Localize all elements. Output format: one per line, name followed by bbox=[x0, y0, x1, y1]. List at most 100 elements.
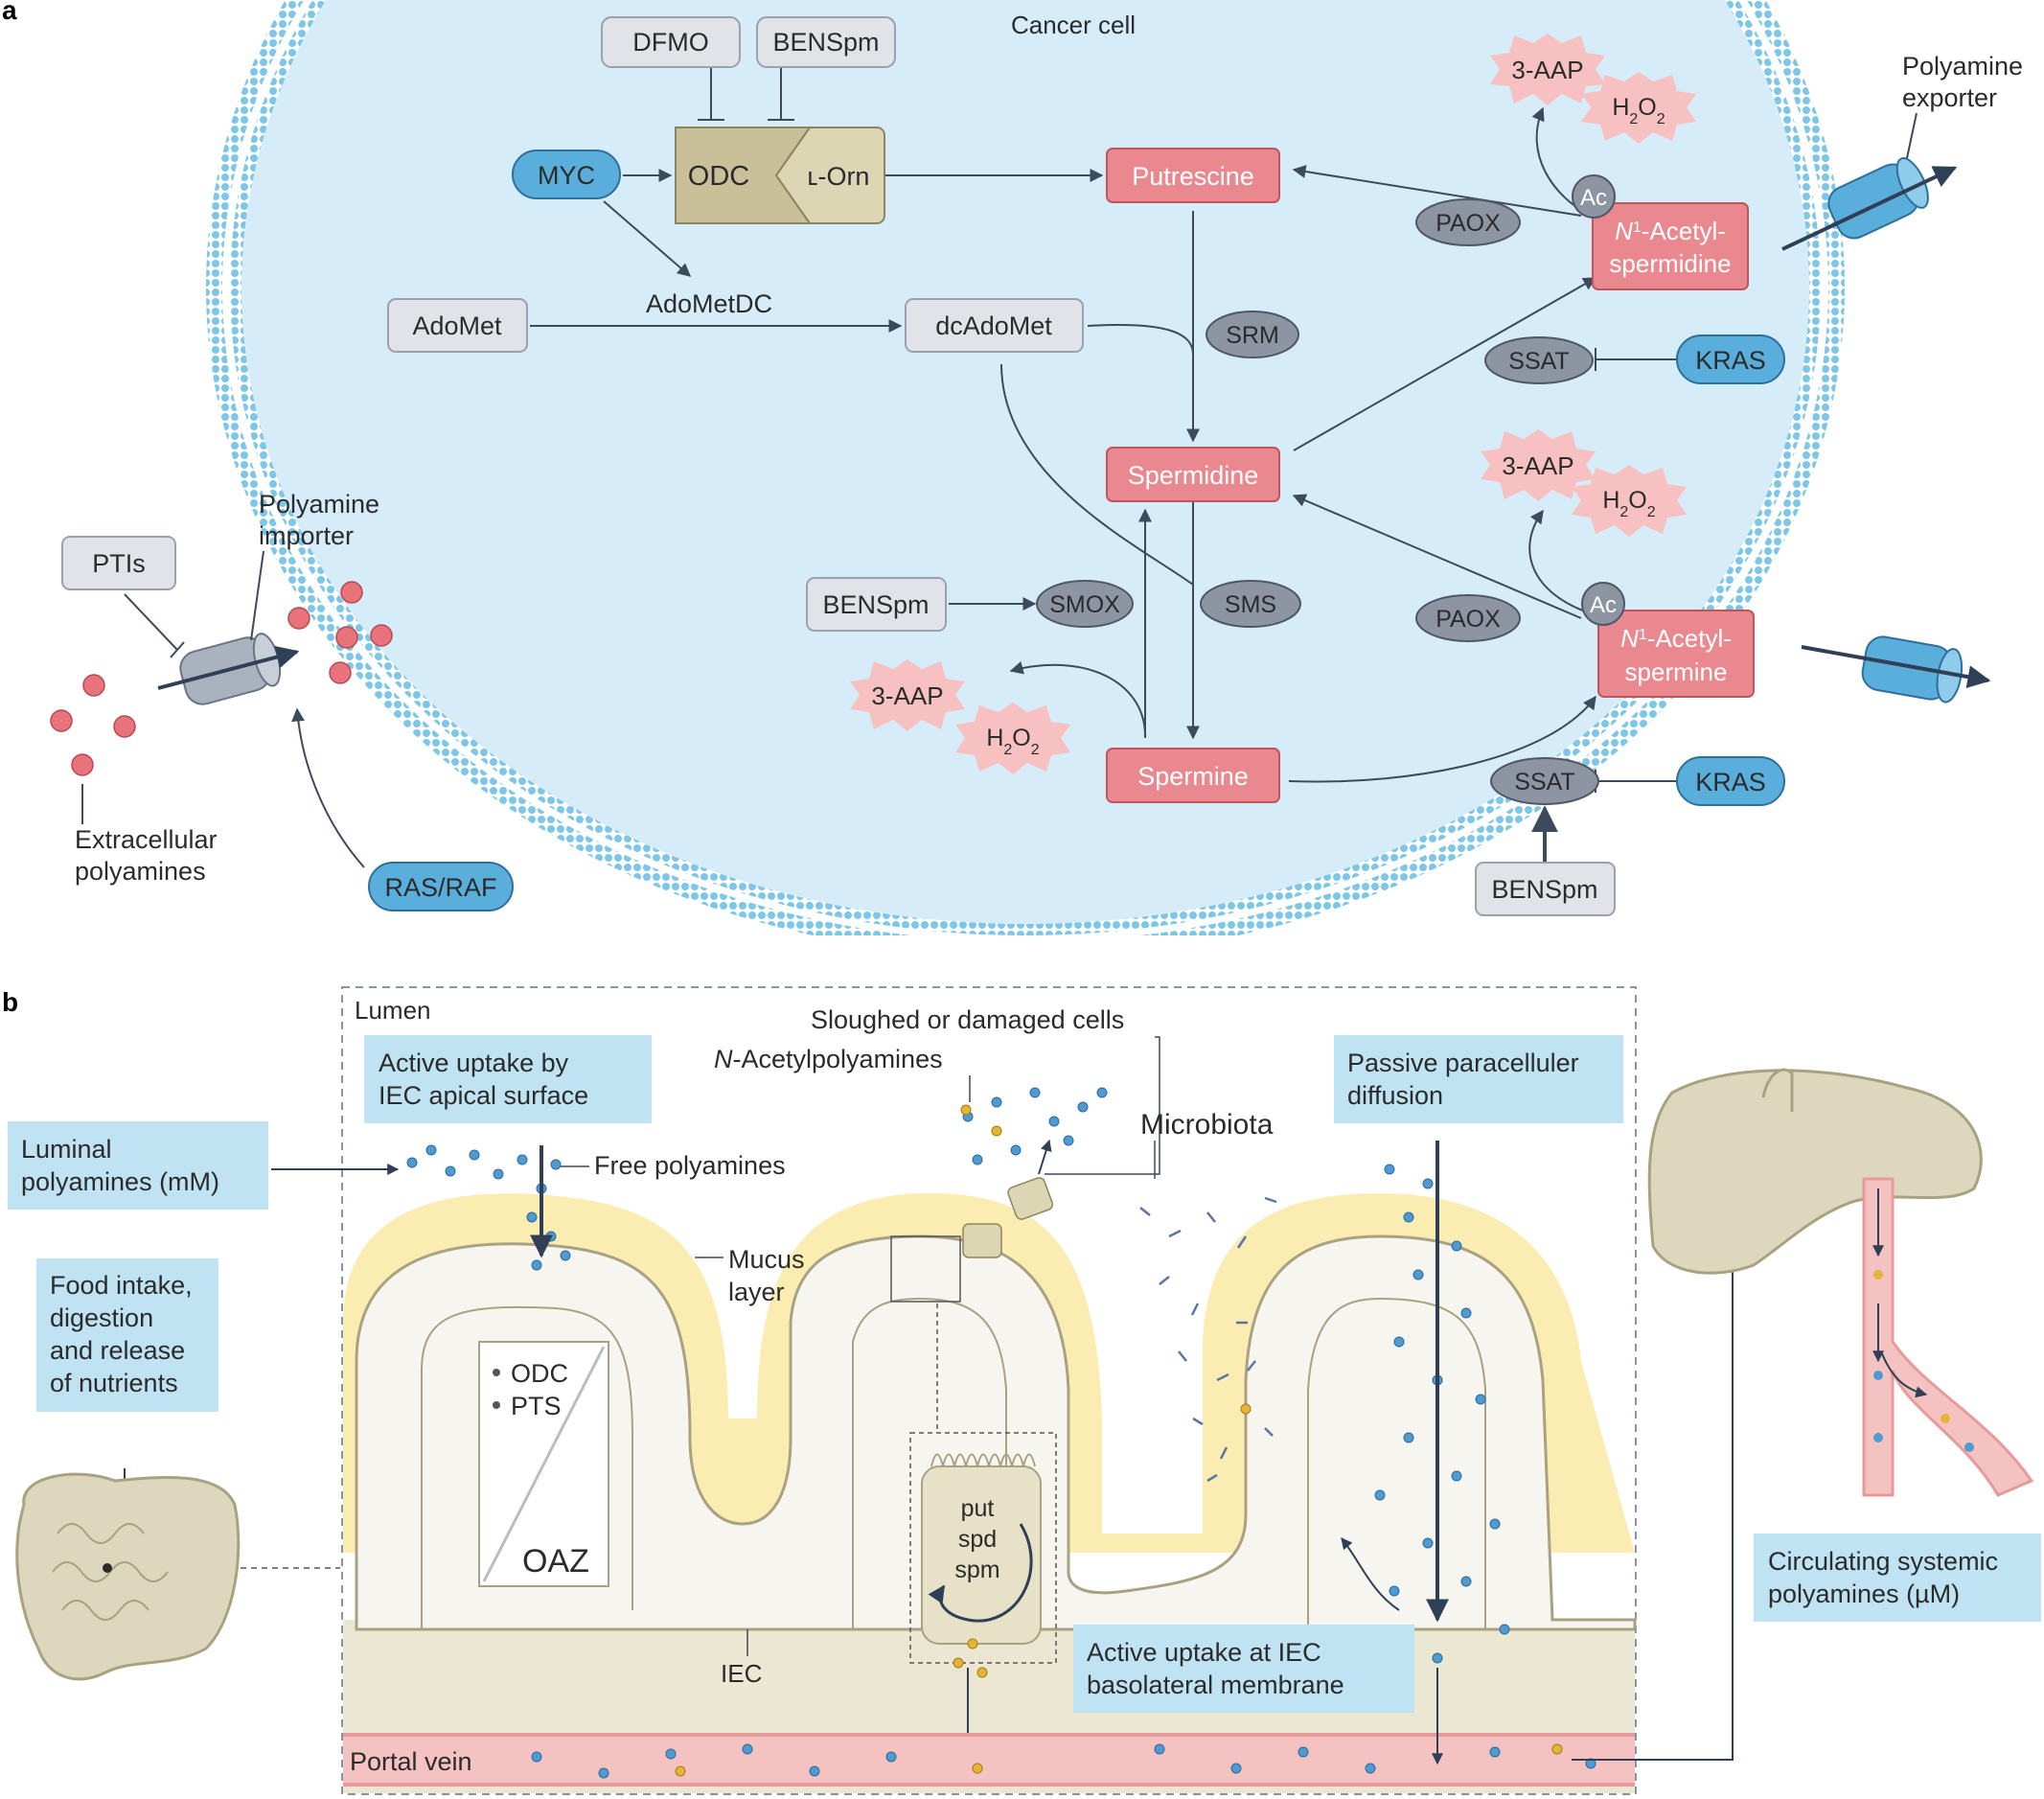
basolateral-uptake-box: Active uptake at IEC basolateral membran… bbox=[1073, 1625, 1414, 1713]
luminal-2: polyamines (mM) bbox=[21, 1167, 219, 1196]
spermine-box: Spermine bbox=[1106, 748, 1280, 803]
put-label: put bbox=[961, 1495, 995, 1522]
passive-2: diffusion bbox=[1347, 1081, 1443, 1110]
svg-text:N1-Acetyl-: N1-Acetyl- bbox=[1620, 624, 1732, 653]
adomet-label: AdoMet bbox=[412, 311, 502, 340]
luminal-polyamines-box: Luminal polyamines (mM) bbox=[8, 1121, 268, 1210]
microbiota-label: Microbiota bbox=[1140, 1109, 1274, 1141]
cell-title: Cancer cell bbox=[1011, 11, 1136, 39]
dcadomet-label: dcAdoMet bbox=[935, 311, 1052, 340]
h2o2-o-1: O bbox=[1638, 94, 1656, 121]
h2o2-h-3: H bbox=[986, 725, 1003, 751]
putrescine-box: Putrescine bbox=[1106, 148, 1280, 203]
polyamine-exporter-2 bbox=[1801, 635, 1991, 703]
acetyl-spm-line2: spermine bbox=[1625, 657, 1728, 686]
oaz-label: OAZ bbox=[522, 1543, 589, 1580]
svg-text:N-Acetylpolyamines: N-Acetylpolyamines bbox=[714, 1045, 943, 1073]
exporter-label-1: Polyamine bbox=[1902, 52, 2023, 81]
acetyl-spm-n: N bbox=[1620, 624, 1639, 653]
acetyl-spm-rest: -Acetyl- bbox=[1647, 624, 1732, 653]
kras-label-2: KRAS bbox=[1695, 768, 1766, 796]
ptis-box: PTIs bbox=[61, 536, 176, 590]
odc-label: ODC bbox=[688, 161, 749, 192]
spermidine-label: Spermidine bbox=[1128, 461, 1259, 490]
benspm-ssat-label: BENSpm bbox=[1491, 875, 1597, 904]
dcadomet-box: dcAdoMet bbox=[905, 298, 1084, 353]
sloughed-cells bbox=[962, 1177, 1054, 1258]
food-intake-box: Food intake, digestion and release of nu… bbox=[36, 1258, 218, 1412]
importer-label-2: importer bbox=[259, 521, 354, 550]
lorn-label: ʟ-Orn bbox=[808, 162, 870, 191]
h2o2-o-3: O bbox=[1012, 725, 1030, 751]
active-uptake-apical-1: Active uptake by bbox=[379, 1049, 569, 1077]
circulating-2: polyamines (µM) bbox=[1768, 1580, 1960, 1608]
sms-label: SMS bbox=[1225, 591, 1276, 618]
aap-label-1: 3-AAP bbox=[1511, 56, 1583, 84]
epithelium bbox=[355, 1234, 1637, 1631]
sloughed-leader bbox=[1045, 1036, 1160, 1175]
ssat-oval-1: SSAT bbox=[1484, 336, 1594, 384]
srm-oval: SRM bbox=[1206, 311, 1299, 358]
systemic-vessel bbox=[1862, 1177, 2034, 1497]
odc-oaz-panel: ODC PTS OAZ bbox=[478, 1341, 609, 1587]
liver-illustration bbox=[1647, 1068, 1983, 1275]
basolateral-2: basolateral membrane bbox=[1087, 1671, 1344, 1699]
smox-label: SMOX bbox=[1049, 591, 1120, 618]
n-acetyl-rest: -Acetylpolyamines bbox=[733, 1045, 943, 1073]
byproduct-burst-3: 3-AAP H2O2 bbox=[850, 659, 1070, 774]
active-uptake-apical-2: IEC apical surface bbox=[379, 1081, 588, 1110]
exporter-label-2: exporter bbox=[1902, 83, 1997, 112]
passive-diffusion-box: Passive paracelluler diffusion bbox=[1334, 1035, 1623, 1123]
circulating-box: Circulating systemic polyamines (µM) bbox=[1754, 1534, 2041, 1622]
rasraf-pill: RAS/RAF bbox=[368, 862, 514, 911]
importer-leader bbox=[250, 550, 264, 641]
spermidine-box: Spermidine bbox=[1106, 447, 1280, 502]
paox-oval-1: PAOX bbox=[1415, 198, 1521, 246]
benspm-smox-box: BENSpm bbox=[806, 577, 947, 632]
importer-label-1: Polyamine bbox=[259, 490, 379, 519]
ptis-label: PTIs bbox=[92, 549, 146, 578]
paox-label-1: PAOX bbox=[1435, 210, 1501, 237]
pts-bullet: PTS bbox=[511, 1392, 562, 1420]
benspm-top-box: BENSpm bbox=[756, 16, 896, 68]
byproduct-burst-2: 3-AAP H2O2 bbox=[1481, 429, 1687, 537]
svg-text:H2O2: H2O2 bbox=[986, 725, 1039, 758]
polyamine-importer bbox=[157, 633, 300, 705]
acetyl-spd-sup: 1 bbox=[1633, 219, 1642, 236]
food-line-1: Food intake, bbox=[50, 1271, 193, 1300]
spermine-label: Spermine bbox=[1137, 762, 1249, 791]
luminal-polyamine-dots bbox=[406, 1087, 1596, 1779]
passive-1: Passive paracelluler bbox=[1347, 1049, 1579, 1077]
dfmo-box: DFMO bbox=[601, 16, 741, 68]
food-line-4: of nutrients bbox=[50, 1369, 178, 1397]
spd-label: spd bbox=[958, 1526, 997, 1553]
dfmo-label: DFMO bbox=[632, 28, 708, 57]
mucus-label-2: layer bbox=[728, 1278, 785, 1306]
acetyl-spd-line2: spermidine bbox=[1609, 249, 1731, 278]
acetyl-spermine-box: N1-Acetyl- spermine Ac bbox=[1581, 582, 1755, 698]
ssat-oval-2: SSAT bbox=[1490, 757, 1599, 805]
ac-badge-1: Ac bbox=[1580, 185, 1607, 211]
myc-label: MYC bbox=[538, 161, 595, 190]
benspm-ssat-box: BENSpm bbox=[1475, 862, 1616, 916]
ssat-label-1: SSAT bbox=[1508, 348, 1569, 375]
odc-enzyme: ODC ʟ-Orn bbox=[675, 127, 885, 224]
panel-a-label: a bbox=[2, 0, 17, 25]
benspm-top-label: BENSpm bbox=[772, 28, 879, 57]
exporter-leader bbox=[1906, 112, 1918, 159]
extracellular-label-2: polyamines bbox=[75, 857, 206, 886]
myc-pill: MYC bbox=[512, 150, 621, 199]
svg-text:N1-Acetyl-: N1-Acetyl- bbox=[1615, 217, 1726, 245]
adomet-box: AdoMet bbox=[387, 298, 528, 353]
ac-badge-2: Ac bbox=[1590, 592, 1617, 618]
iec-zoom-inset: put spd spm bbox=[890, 1235, 1057, 1751]
lumen-label: Lumen bbox=[355, 996, 431, 1025]
n-acetyl-n: N bbox=[714, 1045, 733, 1073]
h2o2-o-2: O bbox=[1628, 487, 1646, 514]
sloughed-label: Sloughed or damaged cells bbox=[811, 1005, 1124, 1034]
extracellular-label-1: Extracellular bbox=[75, 825, 218, 854]
microbiota-cluster bbox=[1139, 1196, 1277, 1483]
h2o2-h-1: H bbox=[1612, 94, 1629, 121]
portal-vein-label: Portal vein bbox=[350, 1747, 472, 1776]
